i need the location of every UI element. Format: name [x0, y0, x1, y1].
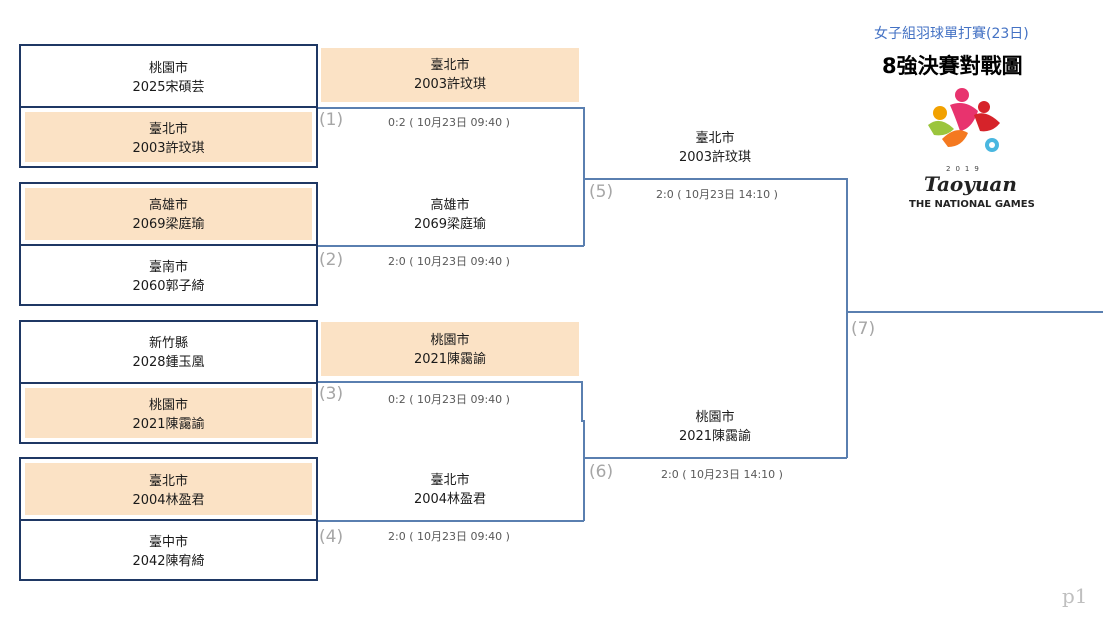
match-number: (7)	[851, 319, 876, 339]
bracket-line	[846, 178, 848, 458]
bracket-subtitle: 女子組羽球單打賽(23日)	[874, 26, 1029, 42]
player-slot-6: 桃園市 2021陳靄諭	[19, 382, 318, 444]
player-name: 2060郭子綺	[132, 279, 205, 294]
qf2-winner: 高雄市 2069梁庭瑜	[321, 196, 579, 234]
match-number: (4)	[319, 527, 344, 547]
sf2-winner: 桃園市 2021陳靄諭	[584, 408, 846, 446]
player-city: 新竹縣	[148, 336, 188, 351]
player-name: 2004林盈君	[132, 493, 205, 508]
winner-name: 2021陳靄諭	[413, 352, 487, 367]
player-city: 高雄市	[148, 198, 188, 213]
page-number: p1	[1062, 584, 1088, 608]
final-line	[846, 311, 1103, 313]
qf1-winner: 臺北市 2003許玟琪	[321, 48, 579, 102]
player-name: 2028鍾玉凰	[132, 355, 205, 370]
winner-city: 桃園市	[430, 333, 470, 348]
player-city: 臺南市	[148, 260, 188, 275]
player-city: 臺北市	[148, 122, 188, 137]
match-score: 2:0 ( 10月23日 14:10 )	[661, 468, 783, 481]
player-slot-4: 臺南市 2060郭子綺	[19, 244, 318, 306]
logo-wordmark: Taoyuan	[924, 172, 1017, 196]
bracket-line	[581, 381, 583, 421]
match-number: (3)	[319, 384, 344, 404]
player-name: 2003許玟琪	[132, 141, 205, 156]
bracket-line	[318, 245, 584, 247]
match-score: 0:2 ( 10月23日 09:40 )	[388, 393, 510, 406]
player-city: 桃園市	[148, 61, 188, 76]
player-name: 2042陳宥綺	[132, 554, 205, 569]
player-slot-5: 新竹縣 2028鍾玉凰	[19, 320, 318, 384]
player-slot-7: 臺北市 2004林盈君	[19, 457, 318, 521]
winner-name: 2069梁庭瑜	[413, 217, 487, 232]
player-city: 臺中市	[148, 535, 188, 550]
player-slot-3: 高雄市 2069梁庭瑜	[19, 182, 318, 246]
winner-city: 臺北市	[430, 58, 470, 73]
match-score: 2:0 ( 10月23日 09:40 )	[388, 530, 510, 543]
bracket-line	[581, 420, 584, 422]
bracket-title: 8強決賽對戰圖	[882, 54, 1023, 78]
player-slot-8: 臺中市 2042陳宥綺	[19, 519, 318, 581]
logo-year: 2019	[946, 165, 984, 173]
match-score: 2:0 ( 10月23日 09:40 )	[388, 255, 510, 268]
player-name: 2069梁庭瑜	[132, 217, 205, 232]
winner-name: 2021陳靄諭	[678, 429, 752, 444]
sf1-winner: 臺北市 2003許玟琪	[584, 129, 846, 167]
match-number: (5)	[589, 182, 614, 202]
winner-city: 桃園市	[695, 410, 735, 425]
bracket-line	[584, 457, 847, 459]
match-score: 0:2 ( 10月23日 09:40 )	[388, 116, 510, 129]
player-name: 2021陳靄諭	[132, 417, 205, 432]
qf4-winner: 臺北市 2004林盈君	[321, 471, 579, 509]
winner-name: 2003許玟琪	[413, 77, 487, 92]
winner-city: 臺北市	[430, 473, 470, 488]
bracket-line	[584, 178, 847, 180]
player-name: 2025宋碩芸	[132, 80, 205, 95]
taoyuan-games-logo	[920, 85, 1010, 165]
match-number: (1)	[319, 110, 344, 130]
match-score: 2:0 ( 10月23日 14:10 )	[656, 188, 778, 201]
bracket-line	[583, 107, 585, 246]
winner-city: 臺北市	[695, 131, 735, 146]
bracket-line	[318, 520, 584, 522]
winner-city: 高雄市	[430, 198, 470, 213]
player-slot-2: 臺北市 2003許玟琪	[19, 106, 318, 168]
logo-caption: THE NATIONAL GAMES	[909, 199, 1035, 210]
bracket-line	[583, 420, 585, 521]
bracket-line	[318, 107, 584, 109]
player-city: 臺北市	[148, 474, 188, 489]
winner-name: 2003許玟琪	[678, 150, 752, 165]
qf3-winner: 桃園市 2021陳靄諭	[321, 322, 579, 376]
player-city: 桃園市	[148, 398, 188, 413]
player-slot-1: 桃園市 2025宋碩芸	[19, 44, 318, 108]
match-number: (2)	[319, 250, 344, 270]
match-number: (6)	[589, 462, 614, 482]
bracket-line	[318, 381, 582, 383]
winner-name: 2004林盈君	[413, 492, 487, 507]
